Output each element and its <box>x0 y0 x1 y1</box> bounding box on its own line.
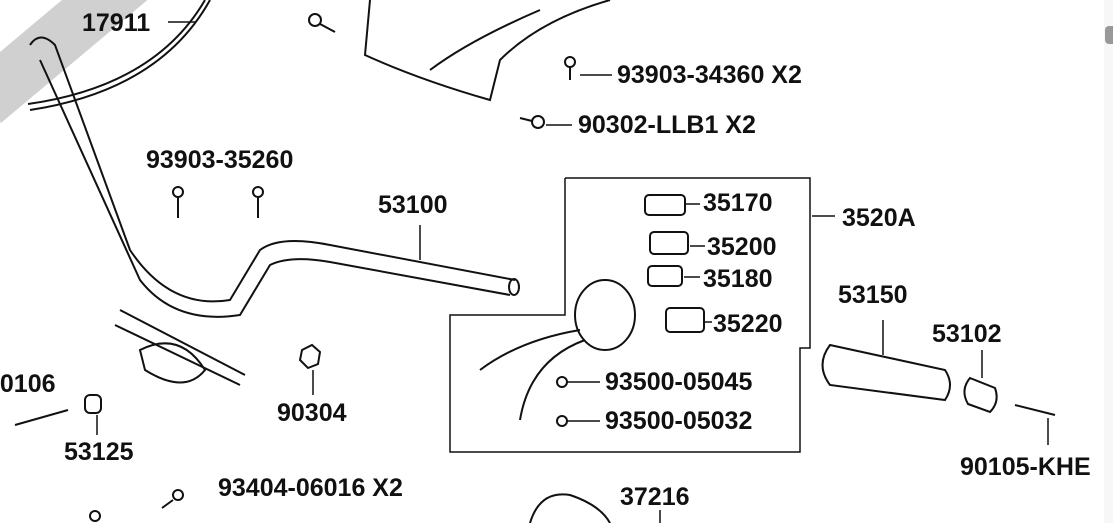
label-90105-khe: 90105-KHE <box>960 453 1091 481</box>
label-35220: 35220 <box>713 310 783 338</box>
clamp-part <box>138 342 207 384</box>
label-53150: 53150 <box>838 281 908 309</box>
label-3520a: 3520A <box>842 204 916 232</box>
screw-93404 <box>89 489 184 522</box>
switch-35170 <box>644 194 686 216</box>
label-90106: 90106 <box>0 370 56 398</box>
label-35200: 35200 <box>707 233 777 261</box>
bolt-top <box>308 13 336 33</box>
screw-93500-05045 <box>556 376 600 388</box>
label-93500-05032: 93500-05032 <box>605 407 753 435</box>
grip-53150 <box>821 343 951 402</box>
label-35180: 35180 <box>703 265 773 293</box>
switch-35200 <box>649 231 689 255</box>
bolt-90105 <box>1014 404 1056 416</box>
label-93903-34360: 93903-34360 X2 <box>617 61 802 89</box>
scrollbar[interactable] <box>1104 0 1113 523</box>
label-93404-06016: 93404-06016 X2 <box>218 474 403 502</box>
switch-group-box <box>449 177 811 453</box>
handlebar-crossbar <box>119 309 246 376</box>
handlebar-53100 <box>29 36 516 303</box>
bolt-90106 <box>14 409 69 426</box>
front-cover-part <box>363 0 611 102</box>
screw-93903-35260 <box>172 186 264 218</box>
switch-housing <box>574 279 636 351</box>
wire-harness <box>479 329 586 421</box>
label-35170: 35170 <box>703 189 773 217</box>
bolt-90302 <box>519 115 572 129</box>
windshield-part <box>29 0 211 111</box>
label-53100: 53100 <box>378 191 448 219</box>
screw-93903-34360 <box>564 56 612 80</box>
bar-end-53102 <box>963 376 998 414</box>
nut-90304 <box>298 343 322 370</box>
label-53125: 53125 <box>64 438 134 466</box>
label-93903-35260: 93903-35260 <box>146 146 294 174</box>
label-90302-llb1: 90302-LLB1 X2 <box>578 111 756 139</box>
switch-35220 <box>665 307 705 333</box>
label-53102: 53102 <box>932 320 1002 348</box>
screw-93500-05032 <box>556 415 600 427</box>
label-17911: 17911 <box>82 9 151 37</box>
scrollbar-thumb[interactable] <box>1105 26 1113 44</box>
label-90304: 90304 <box>277 399 347 427</box>
part-37216 <box>529 493 611 523</box>
spacer-53125 <box>84 394 102 414</box>
label-37216: 37216 <box>620 483 690 511</box>
switch-35180 <box>647 265 683 287</box>
label-93500-05045: 93500-05045 <box>605 368 753 396</box>
